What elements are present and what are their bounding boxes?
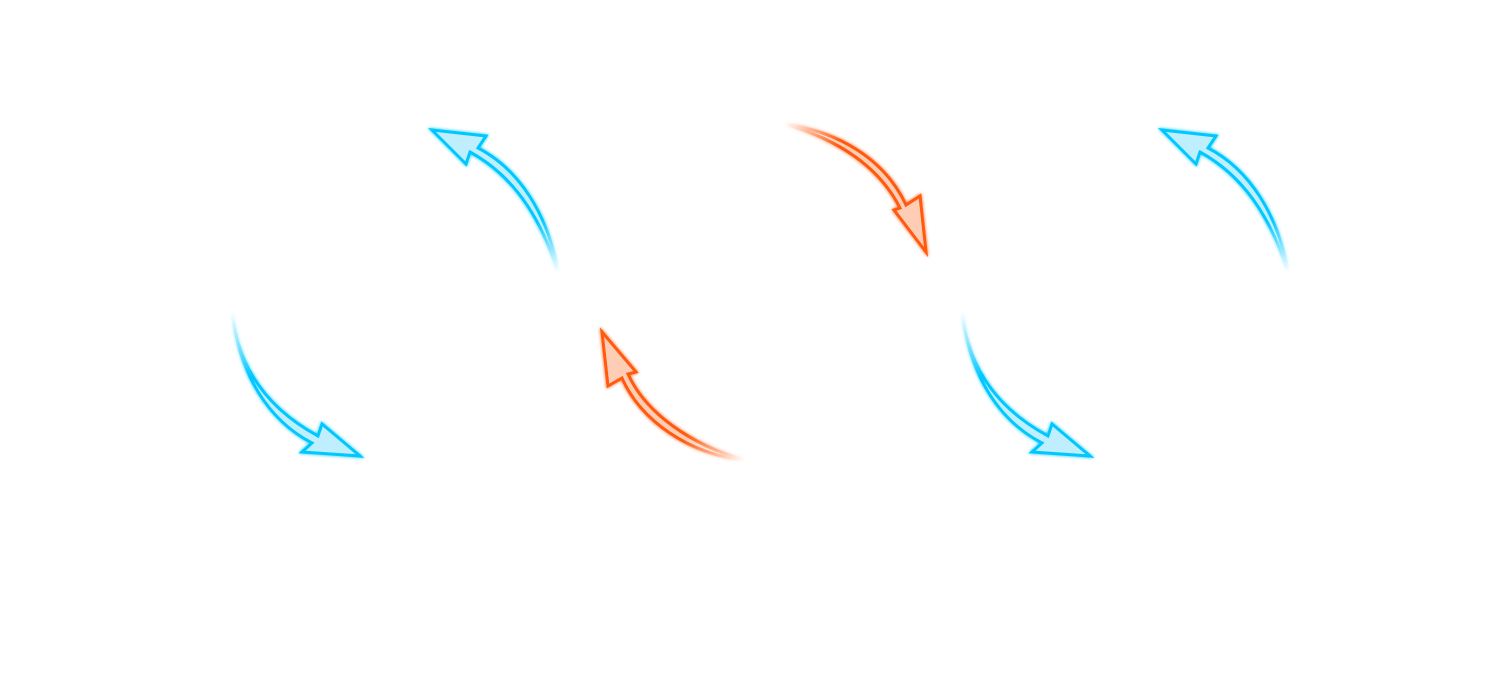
- blue-arrow-lower-left: [230, 311, 365, 458]
- orange-arrow-upper-middle: [784, 122, 929, 258]
- blue-arrow-upper-right: [1157, 128, 1290, 273]
- blue-arrow-upper-left: [427, 128, 560, 273]
- blue-arrow-lower-right: [960, 311, 1095, 458]
- orange-arrow-lower-middle: [599, 327, 746, 462]
